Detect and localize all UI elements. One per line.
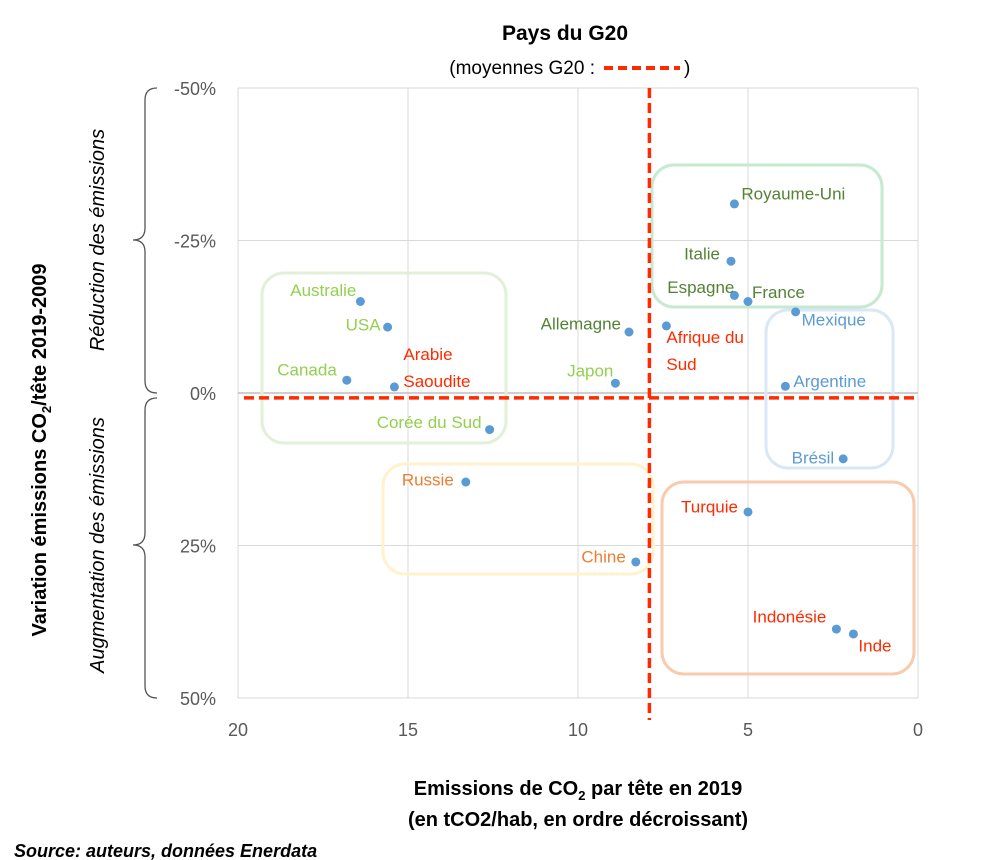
data-point xyxy=(485,425,495,435)
y-tick-label: -25% xyxy=(174,232,216,252)
data-point xyxy=(461,477,471,487)
y-annotation-top: Réduction des émissions xyxy=(87,129,109,351)
data-point xyxy=(389,382,399,392)
data-label: Australie xyxy=(290,281,356,300)
data-label: Inde xyxy=(858,636,891,655)
data-point xyxy=(383,322,393,332)
data-point xyxy=(342,375,352,385)
data-point xyxy=(848,629,858,639)
x-tick-label: 10 xyxy=(568,720,588,740)
data-label: USA xyxy=(346,316,382,335)
tick-labels: 20 15 10 5 0 -50% -25% 0% 25% 50% xyxy=(174,79,923,740)
data-point xyxy=(838,454,848,464)
data-label-line: Saoudite xyxy=(403,371,470,390)
y-tick-label: -50% xyxy=(174,79,216,99)
group-box xyxy=(764,308,895,470)
data-point xyxy=(831,624,841,634)
data-label: Afrique du Sud xyxy=(666,327,744,373)
data-point xyxy=(743,507,753,517)
data-label: Allemagne xyxy=(541,315,621,334)
mean-lines xyxy=(244,88,918,720)
y-tick-label: 50% xyxy=(180,689,216,709)
brace-bottom xyxy=(132,397,158,699)
data-label: Turquie xyxy=(681,497,738,516)
y-tick-label: 25% xyxy=(180,537,216,557)
source-note: Source: auteurs, données Enerdata xyxy=(14,841,317,860)
chart-subtitle-prefix: (moyennes G20 : xyxy=(449,58,595,79)
data-label: Espagne xyxy=(667,278,734,297)
data-label-line: Afrique du xyxy=(666,327,744,346)
data-point xyxy=(743,297,753,306)
data-label-line: Sud xyxy=(666,354,696,373)
data-label: France xyxy=(752,283,805,302)
x-tick-label: 5 xyxy=(743,720,753,740)
chart-subtitle-suffix: ) xyxy=(684,58,690,79)
data-point xyxy=(726,256,736,266)
x-axis-title-line1: Emissions de CO2 par tête en 2019 xyxy=(414,778,742,803)
data-label: Royaume-Uni xyxy=(741,184,845,203)
group-box xyxy=(381,462,655,576)
x-tick-label: 15 xyxy=(398,720,418,740)
data-label: Russie xyxy=(402,471,454,490)
group-box xyxy=(260,271,508,445)
group-boxes xyxy=(260,163,916,676)
data-label: Argentine xyxy=(793,372,866,391)
x-tick-label: 0 xyxy=(913,720,923,740)
data-label: Chine xyxy=(581,547,625,566)
brace-top xyxy=(132,87,158,394)
data-point xyxy=(610,378,620,388)
data-point xyxy=(729,199,739,209)
data-label: Indonésie xyxy=(753,608,827,627)
data-label: Italie xyxy=(684,245,720,264)
y-axis-title: Variation émissions CO2/tête 2019-2009 xyxy=(29,264,54,637)
group-box xyxy=(650,163,884,309)
data-point xyxy=(780,381,790,391)
data-point xyxy=(624,327,634,337)
x-axis-title-line2: (en tCO2/hab, en ordre décroissant) xyxy=(408,809,748,831)
data-label: Japon xyxy=(567,362,613,381)
data-point xyxy=(631,557,641,567)
x-tick-label: 20 xyxy=(228,720,248,740)
data-label-line: Arabie xyxy=(403,344,452,363)
data-point xyxy=(729,290,739,300)
group-box xyxy=(660,480,916,676)
y-tick-label: 0% xyxy=(190,384,216,404)
grid xyxy=(237,87,919,699)
data-point xyxy=(355,297,365,306)
chart-title: Pays du G20 xyxy=(502,22,628,45)
data-point xyxy=(661,321,671,331)
data-label: Brésil xyxy=(792,448,835,467)
y-annotation-bottom: Augmentation des émissions xyxy=(87,417,109,674)
data-label: Canada xyxy=(277,361,337,380)
data-point xyxy=(791,307,801,317)
data-label: Corée du Sud xyxy=(377,413,482,432)
data-label: Mexique xyxy=(802,310,866,329)
